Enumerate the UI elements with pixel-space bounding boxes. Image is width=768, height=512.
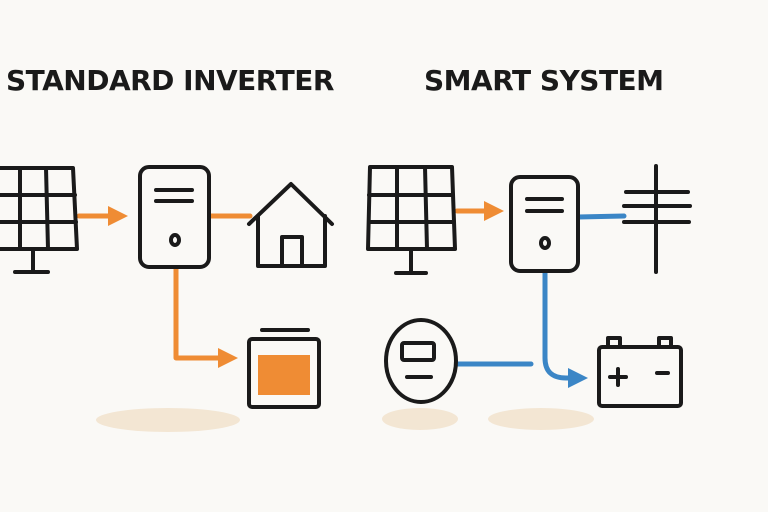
solar-panel-icon	[0, 166, 79, 274]
standard-inverter-title: STANDARD INVERTER	[6, 64, 334, 97]
ground-shadow	[488, 408, 594, 430]
smart-system-title: SMART SYSTEM	[424, 64, 664, 97]
battery-icon	[597, 336, 683, 408]
utility-pole-icon	[622, 164, 692, 274]
inverter-icon	[509, 175, 580, 273]
ground-shadow	[96, 408, 240, 432]
house-icon	[247, 182, 334, 268]
blue-flow-lines	[455, 213, 627, 388]
smart-meter-icon	[384, 318, 458, 404]
orange-flow-lines	[76, 206, 253, 368]
solar-panel-icon	[366, 165, 457, 275]
battery-icon	[247, 328, 321, 409]
ground-shadow	[382, 408, 458, 430]
inverter-icon	[138, 165, 211, 269]
